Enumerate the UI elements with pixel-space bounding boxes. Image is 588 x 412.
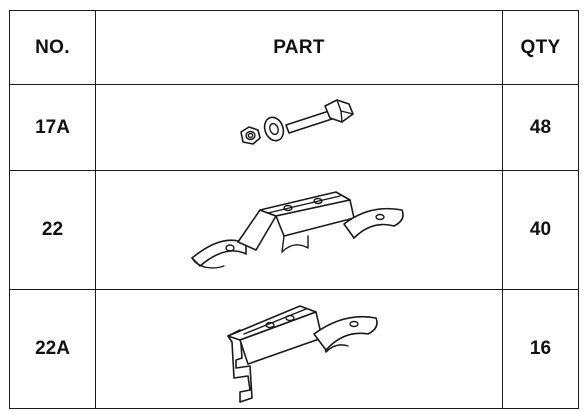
- part-image-cell: [95, 289, 503, 409]
- table-row: 17A 48: [9, 84, 579, 171]
- part-image-cell: [95, 84, 503, 171]
- header-qty: QTY: [502, 10, 579, 85]
- saddle-bracket-icon: [191, 191, 404, 269]
- table-row: 22: [9, 170, 579, 290]
- header-part: PART: [95, 10, 503, 85]
- header-row: NO. PART QTY: [9, 10, 579, 85]
- part-image-cell: [95, 170, 503, 290]
- part-quantity: 16: [502, 289, 579, 409]
- part-number: 22A: [9, 289, 96, 409]
- bolt-washer-nut-icon: [240, 98, 354, 145]
- part-quantity: 40: [502, 170, 579, 290]
- part-quantity: 48: [502, 84, 579, 171]
- part-number: 17A: [9, 84, 96, 171]
- table-row: 22A: [9, 289, 579, 409]
- part-number: 22: [9, 170, 96, 290]
- hook-bracket-icon: [227, 305, 378, 403]
- header-no: NO.: [9, 10, 96, 85]
- parts-table: NO. PART QTY 17A: [9, 10, 579, 409]
